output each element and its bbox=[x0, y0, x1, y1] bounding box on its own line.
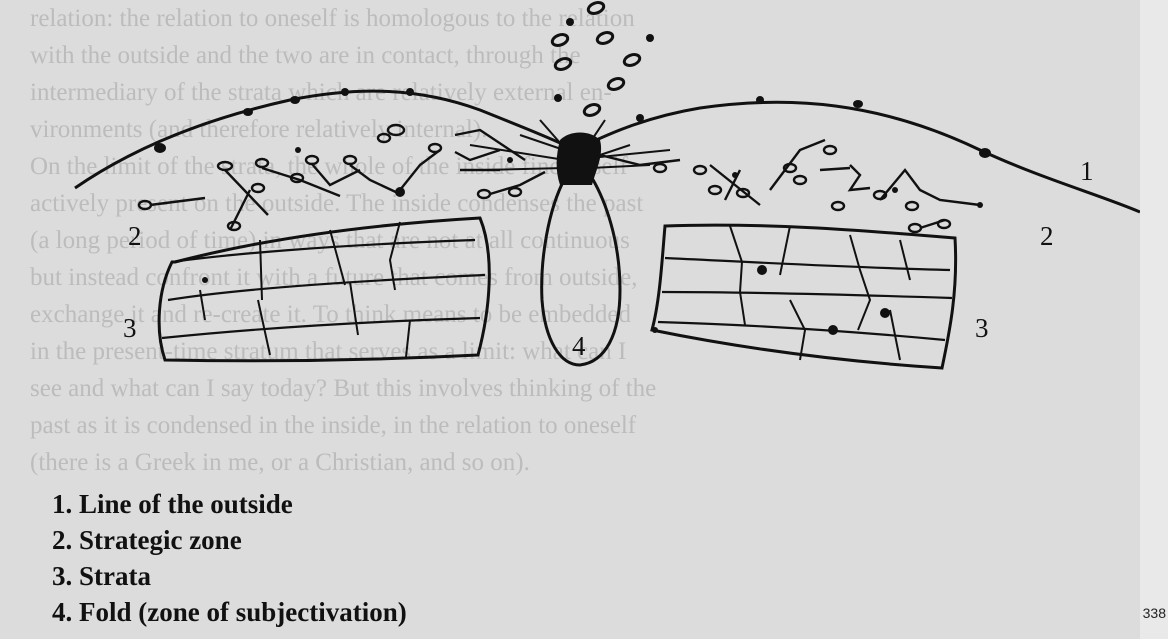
page-number: 338 bbox=[1143, 605, 1166, 621]
label-strategic-right: 2 bbox=[1040, 221, 1054, 251]
book-page: relation: the relation to oneself is hom… bbox=[0, 0, 1140, 639]
strategic-zone-left bbox=[139, 125, 545, 230]
strategic-zone-right bbox=[600, 140, 980, 232]
outside-particles bbox=[551, 1, 641, 118]
legend-item-strata: 3. Strata bbox=[52, 558, 407, 594]
label-strategic-left: 2 bbox=[128, 221, 142, 251]
diagram-legend: 1. Line of the outside 2. Strategic zone… bbox=[52, 486, 407, 630]
label-strata-left: 3 bbox=[123, 313, 137, 343]
strata-right bbox=[652, 225, 956, 368]
label-fold: 4 bbox=[572, 331, 586, 361]
strata-left bbox=[159, 218, 489, 361]
strategic-dots-left bbox=[295, 147, 513, 197]
strata-left-dot bbox=[202, 277, 208, 283]
label-strata-right: 3 bbox=[975, 313, 989, 343]
legend-item-outside: 1. Line of the outside bbox=[52, 486, 407, 522]
legend-item-strategic: 2. Strategic zone bbox=[52, 522, 407, 558]
strata-right-dots bbox=[652, 265, 890, 335]
legend-item-fold: 4. Fold (zone of subjectivation) bbox=[52, 594, 407, 630]
label-outside: 1 bbox=[1080, 156, 1094, 186]
